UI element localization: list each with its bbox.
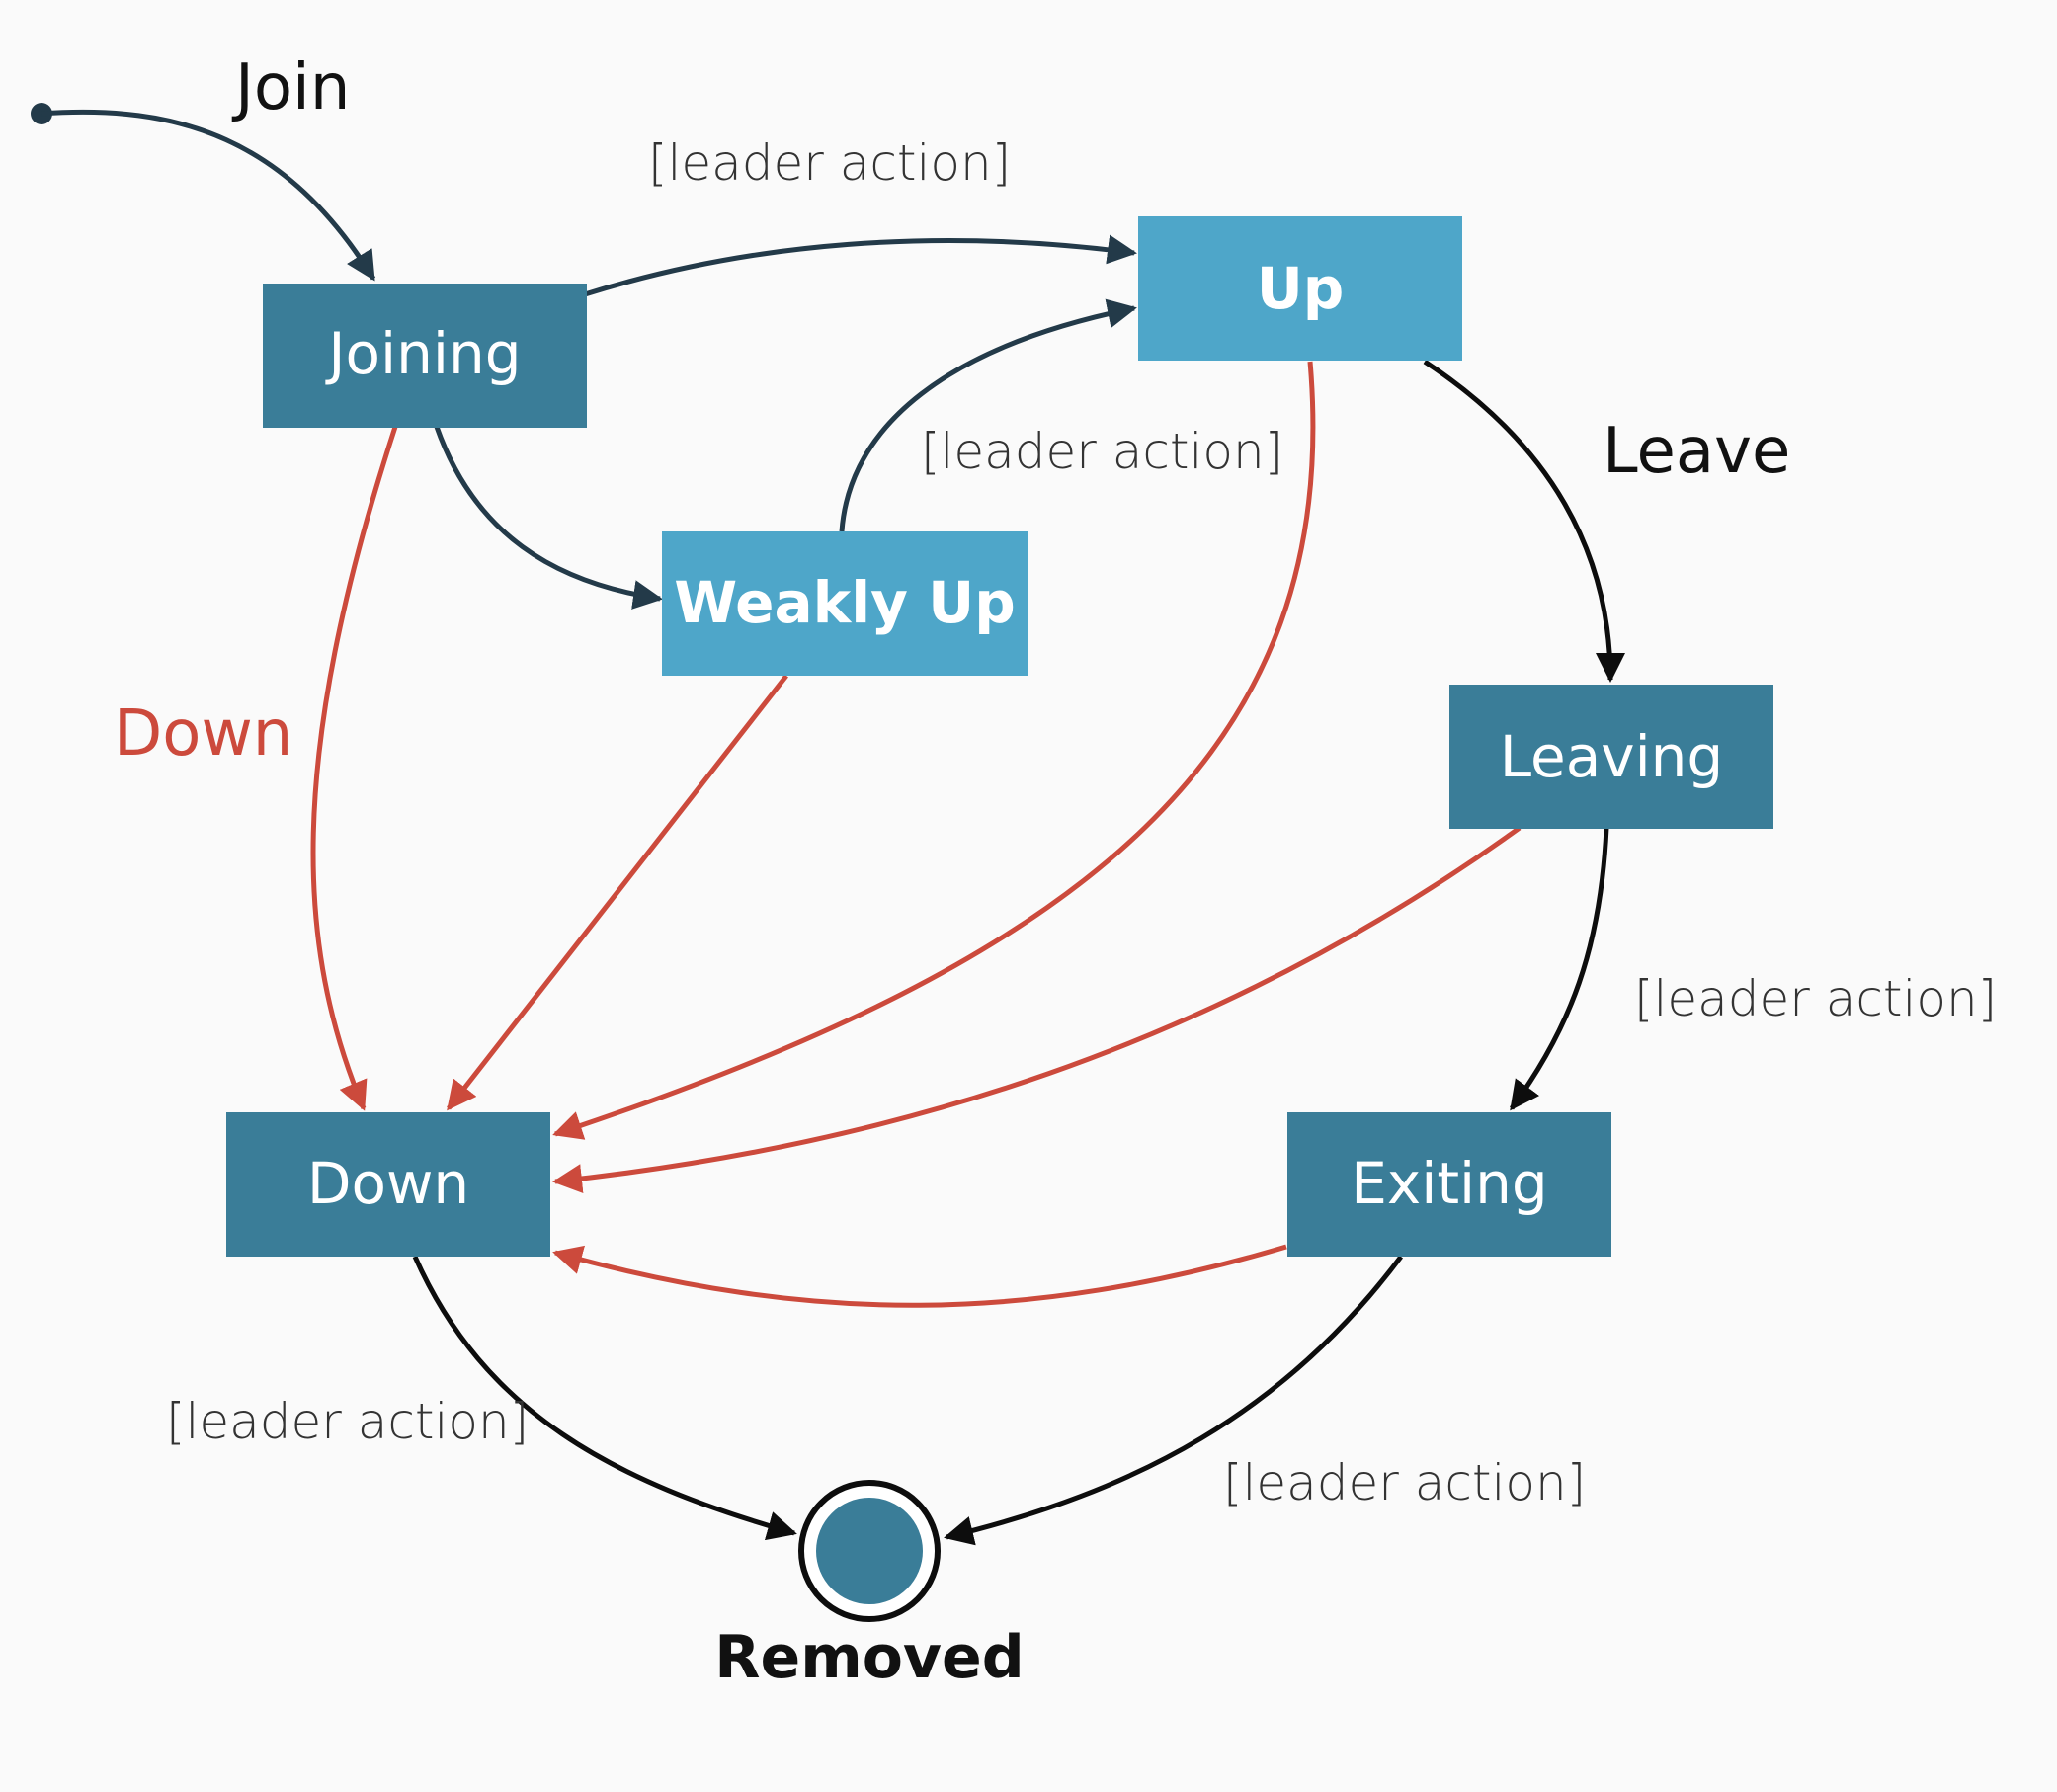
edge-up-to-down [552,361,1316,1140]
event-leave-label: Leave [1603,415,1790,488]
edge-leaving-to-down [552,825,1522,1194]
state-weakly-up: Weakly Up [662,531,1028,676]
edge-joining-to-up [584,234,1137,297]
state-joining-label: Joining [325,320,521,387]
edge-leaving-to-exiting [1509,827,1609,1111]
state-leaving-label: Leaving [1500,723,1724,790]
guard-joining-to-up: [leader action] [648,134,1011,192]
edge-weakly-up-to-up [839,298,1137,532]
edge-joining-to-weakly-up [434,426,663,610]
state-down: Down [226,1112,550,1257]
state-down-label: Down [307,1150,469,1217]
edge-exiting-to-down [552,1244,1287,1308]
edge-exiting-to-removed [944,1255,1404,1546]
state-exiting-label: Exiting [1351,1150,1548,1217]
final-state-label: Removed [714,1623,1024,1692]
guard-exiting-to-removed: [leader action] [1223,1454,1586,1511]
state-up-label: Up [1257,255,1345,322]
edge-weakly-up-to-down [447,674,788,1111]
final-state-removed [798,1480,941,1622]
guard-leaving-to-exiting: [leader action] [1634,970,1997,1027]
state-leaving: Leaving [1449,685,1773,829]
guard-down-to-removed: [leader action] [166,1393,529,1450]
edge-down-to-removed [412,1255,797,1541]
state-weakly-up-label: Weakly Up [674,569,1015,636]
guard-weakly-up-to-up: [leader action] [921,423,1283,480]
state-joining: Joining [263,284,587,428]
edge-joining-to-down [310,426,398,1111]
state-exiting: Exiting [1287,1112,1611,1257]
event-join-label: Join [231,51,350,124]
state-up: Up [1138,216,1462,361]
edge-up-to-leaving [1423,359,1625,683]
edge-initial-to-joining [41,109,376,282]
event-down-label: Down [114,697,292,771]
